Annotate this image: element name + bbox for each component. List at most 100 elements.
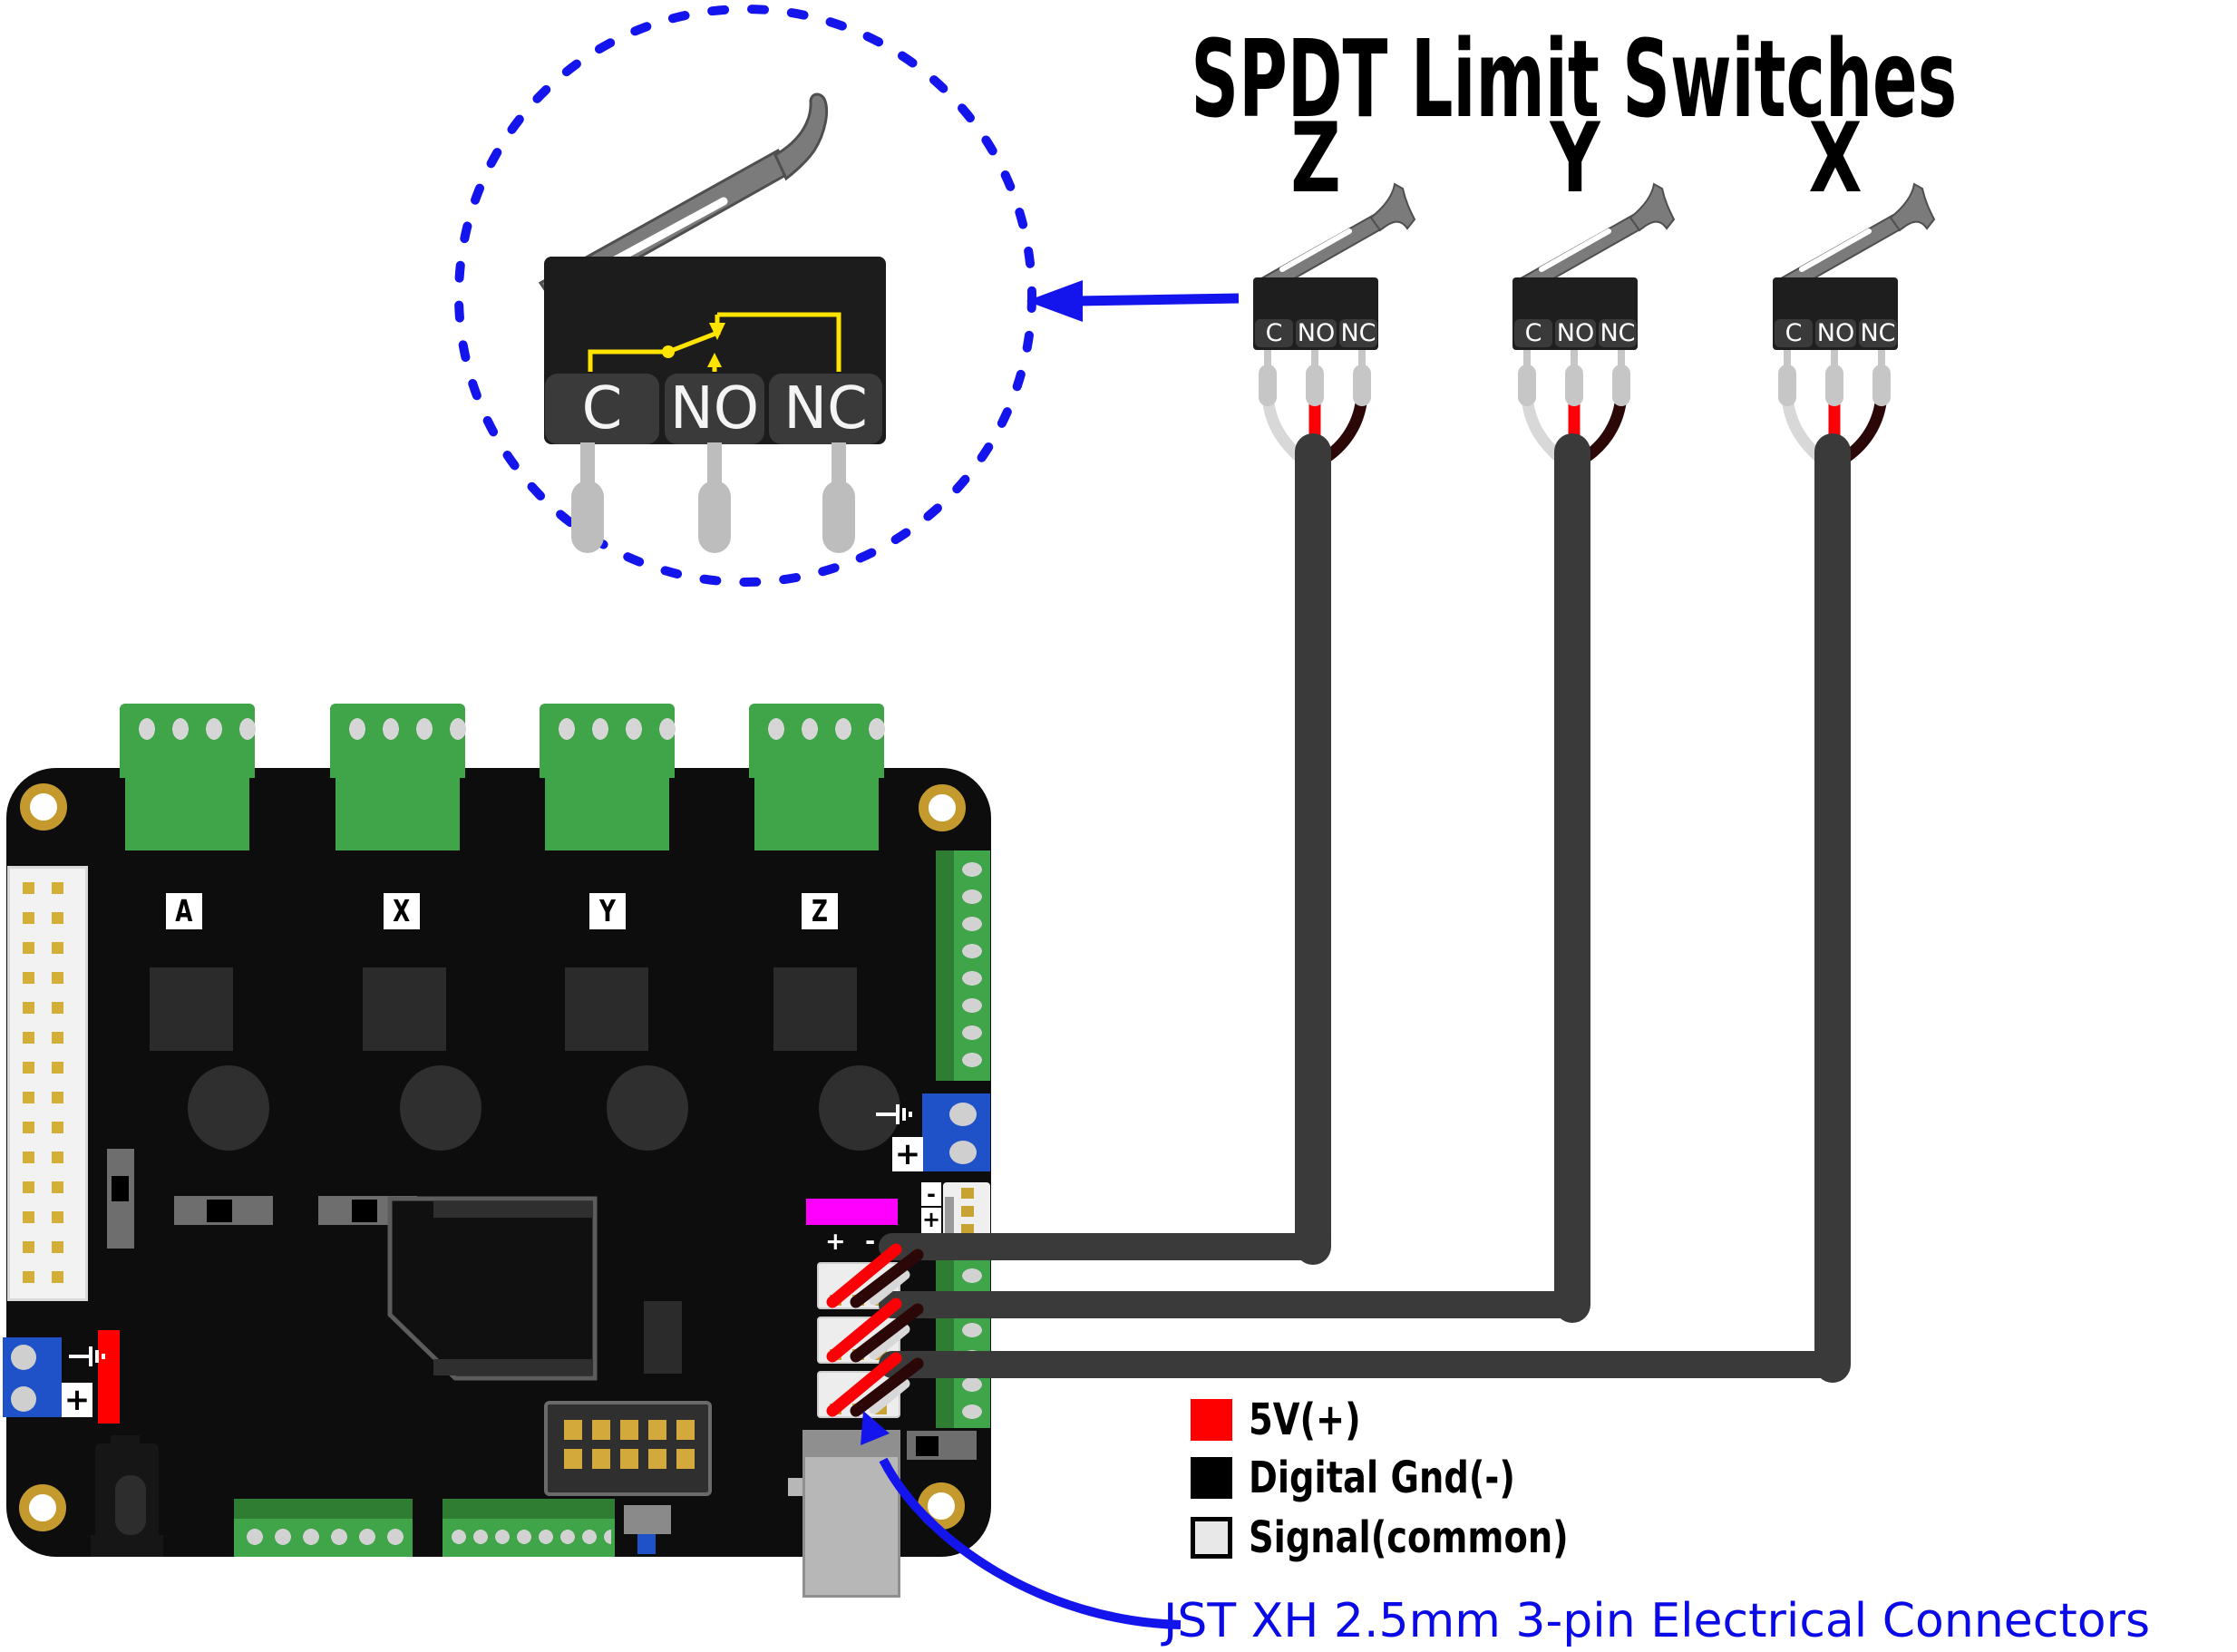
jst-gold-pins [830,1404,889,1414]
switch-assembly-z: C NO NC [1253,277,1378,409]
crimp-barrel [1518,364,1536,406]
switch-pin [1784,350,1791,368]
capacitor [819,1065,900,1151]
terminal-holes [760,714,887,743]
inset-pin [580,442,595,490]
gold-pin [961,1224,974,1233]
side-connector-tab [945,1197,954,1233]
axis-label-x: X [384,893,420,929]
plus-label: + [892,1137,923,1171]
switch-terminal-no: NO [1555,319,1596,347]
stepper-driver-chip [363,967,446,1051]
crimp-barrel [1306,364,1324,406]
legend-swatch-gnd [1191,1457,1232,1499]
inset-pin [832,442,846,490]
stepper-driver-chip [150,967,233,1051]
inset-pin-paddle [571,481,604,553]
magenta-led [806,1199,898,1225]
switch-label-x: X [1808,102,1863,214]
jst-connector-x [817,1371,900,1418]
caption: JST XH 2.5mm 3-pin Electrical Connectors [1163,1594,2151,1648]
inset-pin-paddle [698,481,731,553]
terminal-screw [11,1345,36,1370]
legend-label-5v: 5V(+) [1249,1394,1361,1445]
mounting-hole [20,783,67,831]
slide-switch-knob [352,1200,377,1222]
switch-terminal-c: C [1775,319,1813,347]
switch-terminal-no: NO [1296,319,1337,347]
slide-switch-knob [207,1200,232,1222]
switch-pin [1831,350,1838,368]
switch-label-z: Z [1290,102,1341,214]
green-header-band [936,850,954,1081]
small-connector [624,1505,671,1534]
axis-label-y: Y [589,893,626,929]
terminal-block-base [545,778,669,850]
terminal-strip-holes [241,1523,410,1550]
switch-terminal-c: C [1255,319,1293,347]
endstop-polarity-label: + - [825,1228,881,1256]
crimp-barrel [1353,364,1371,406]
terminal-screw [11,1386,36,1412]
switch-pin [1264,350,1271,368]
slide-switch-knob [112,1176,129,1201]
terminal-strip-band [443,1499,615,1519]
switch-terminal-nc: NC [1859,319,1897,347]
crimp-barrel [1872,364,1891,406]
terminal-screw [949,1141,977,1164]
jst-gold-pins [830,1295,889,1306]
terminal-block-base [336,778,460,850]
terminal-block-base [754,778,879,850]
endstop-cables [879,433,1851,1383]
inset-terminal-c: C [545,374,659,444]
terminal-block-base [125,778,249,850]
switch-terminal-c: C [1514,319,1552,347]
switch-pin [1878,350,1885,368]
crimp-barrel [1612,364,1630,406]
switch-terminal-no: NO [1815,319,1856,347]
switch-terminal-nc: NC [1339,319,1377,347]
usb-tab [788,1478,803,1496]
switch-label-y: Y [1550,102,1600,214]
usb-connector-band [802,1430,900,1457]
smd-switch-knob [916,1436,939,1456]
idc-connector [7,866,88,1301]
plus-label: + [62,1383,92,1417]
switch-assembly-x: C NO NC [1773,277,1898,409]
gold-pin [961,1206,974,1217]
power-jack-bore [115,1475,146,1535]
legend-swatch-5v [1191,1399,1232,1441]
crimp-barrel [1565,364,1583,406]
power-jack-flange [91,1535,163,1557]
inset-switch: C NO NC [544,257,886,556]
idc-pins [52,882,63,1283]
mounting-hole [918,1482,965,1530]
terminal-block [120,704,258,778]
stepper-driver-chip [565,967,648,1051]
legend-label-gnd: Digital Gnd(-) [1249,1453,1515,1503]
page-title: SPDT Limit Switches [1191,16,1958,141]
inset-terminal-nc: NC [769,374,882,444]
terminal-holes [341,714,468,743]
gold-pin [961,1188,974,1199]
switch-assembly-y: C NO NC [1512,277,1638,409]
switch-pin [1618,350,1625,368]
mounting-hole [19,1484,66,1531]
capacitor [188,1065,269,1151]
green-header-holes [954,1262,990,1424]
inset-terminal-no: NO [665,374,764,444]
terminal-holes [550,714,677,743]
terminal-block [540,704,677,778]
green-header-holes [954,856,990,1074]
crimp-barrel [1825,364,1843,406]
terminal-strip-band [234,1499,413,1519]
blue-pin [637,1534,656,1554]
terminal-block [749,704,887,778]
switch-terminal-nc: NC [1599,319,1637,347]
minus-label: - [921,1182,941,1206]
switch-lever-slots [1279,228,1872,272]
switch-pin [1571,350,1578,368]
capacitor [400,1065,481,1151]
legend-label-signal: Signal(common) [1249,1512,1569,1563]
